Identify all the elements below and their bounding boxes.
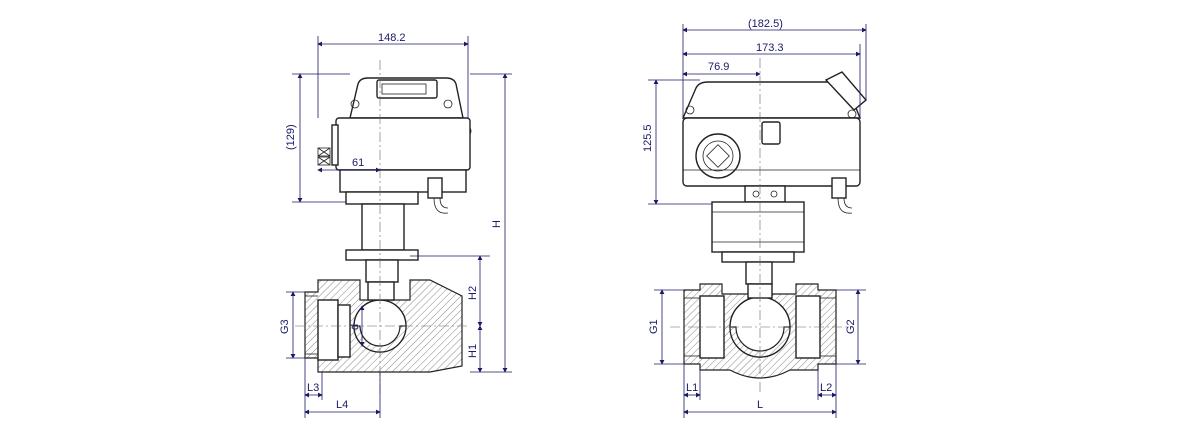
dim-182-5: (182.5) bbox=[748, 18, 783, 30]
dim-148-2: 148.2 bbox=[378, 32, 406, 44]
dim-129: (129) bbox=[285, 124, 297, 150]
dim-G2: G2 bbox=[845, 319, 857, 334]
dim-d: d bbox=[349, 324, 361, 330]
dim-76-9: 76.9 bbox=[708, 61, 729, 73]
dim-L4: L4 bbox=[336, 399, 348, 411]
left-view: 148.2 (129) 61 H H2 H1 G3 bbox=[279, 32, 512, 418]
dim-G3: G3 bbox=[279, 319, 291, 334]
right-dimensions: (182.5) 173.3 76.9 125.5 G1 G2 bbox=[642, 18, 867, 418]
dim-173-3: 173.3 bbox=[756, 42, 784, 54]
left-dimensions: 148.2 (129) 61 H H2 H1 G3 bbox=[279, 32, 512, 418]
left-valve-body bbox=[304, 279, 463, 373]
dim-L2: L2 bbox=[820, 382, 832, 394]
right-actuator bbox=[681, 71, 867, 285]
right-valve-body bbox=[683, 283, 837, 379]
right-view: (182.5) 173.3 76.9 125.5 G1 G2 bbox=[642, 18, 867, 418]
dim-H: H bbox=[491, 220, 503, 228]
dim-H2: H2 bbox=[467, 286, 479, 300]
dim-L3: L3 bbox=[307, 382, 319, 394]
dim-61: 61 bbox=[352, 157, 364, 169]
dim-G1: G1 bbox=[648, 319, 660, 334]
dim-125-5: 125.5 bbox=[642, 124, 654, 152]
left-actuator bbox=[317, 77, 472, 283]
dim-L: L bbox=[757, 399, 763, 411]
dim-H1: H1 bbox=[467, 344, 479, 358]
dim-L1: L1 bbox=[686, 382, 698, 394]
